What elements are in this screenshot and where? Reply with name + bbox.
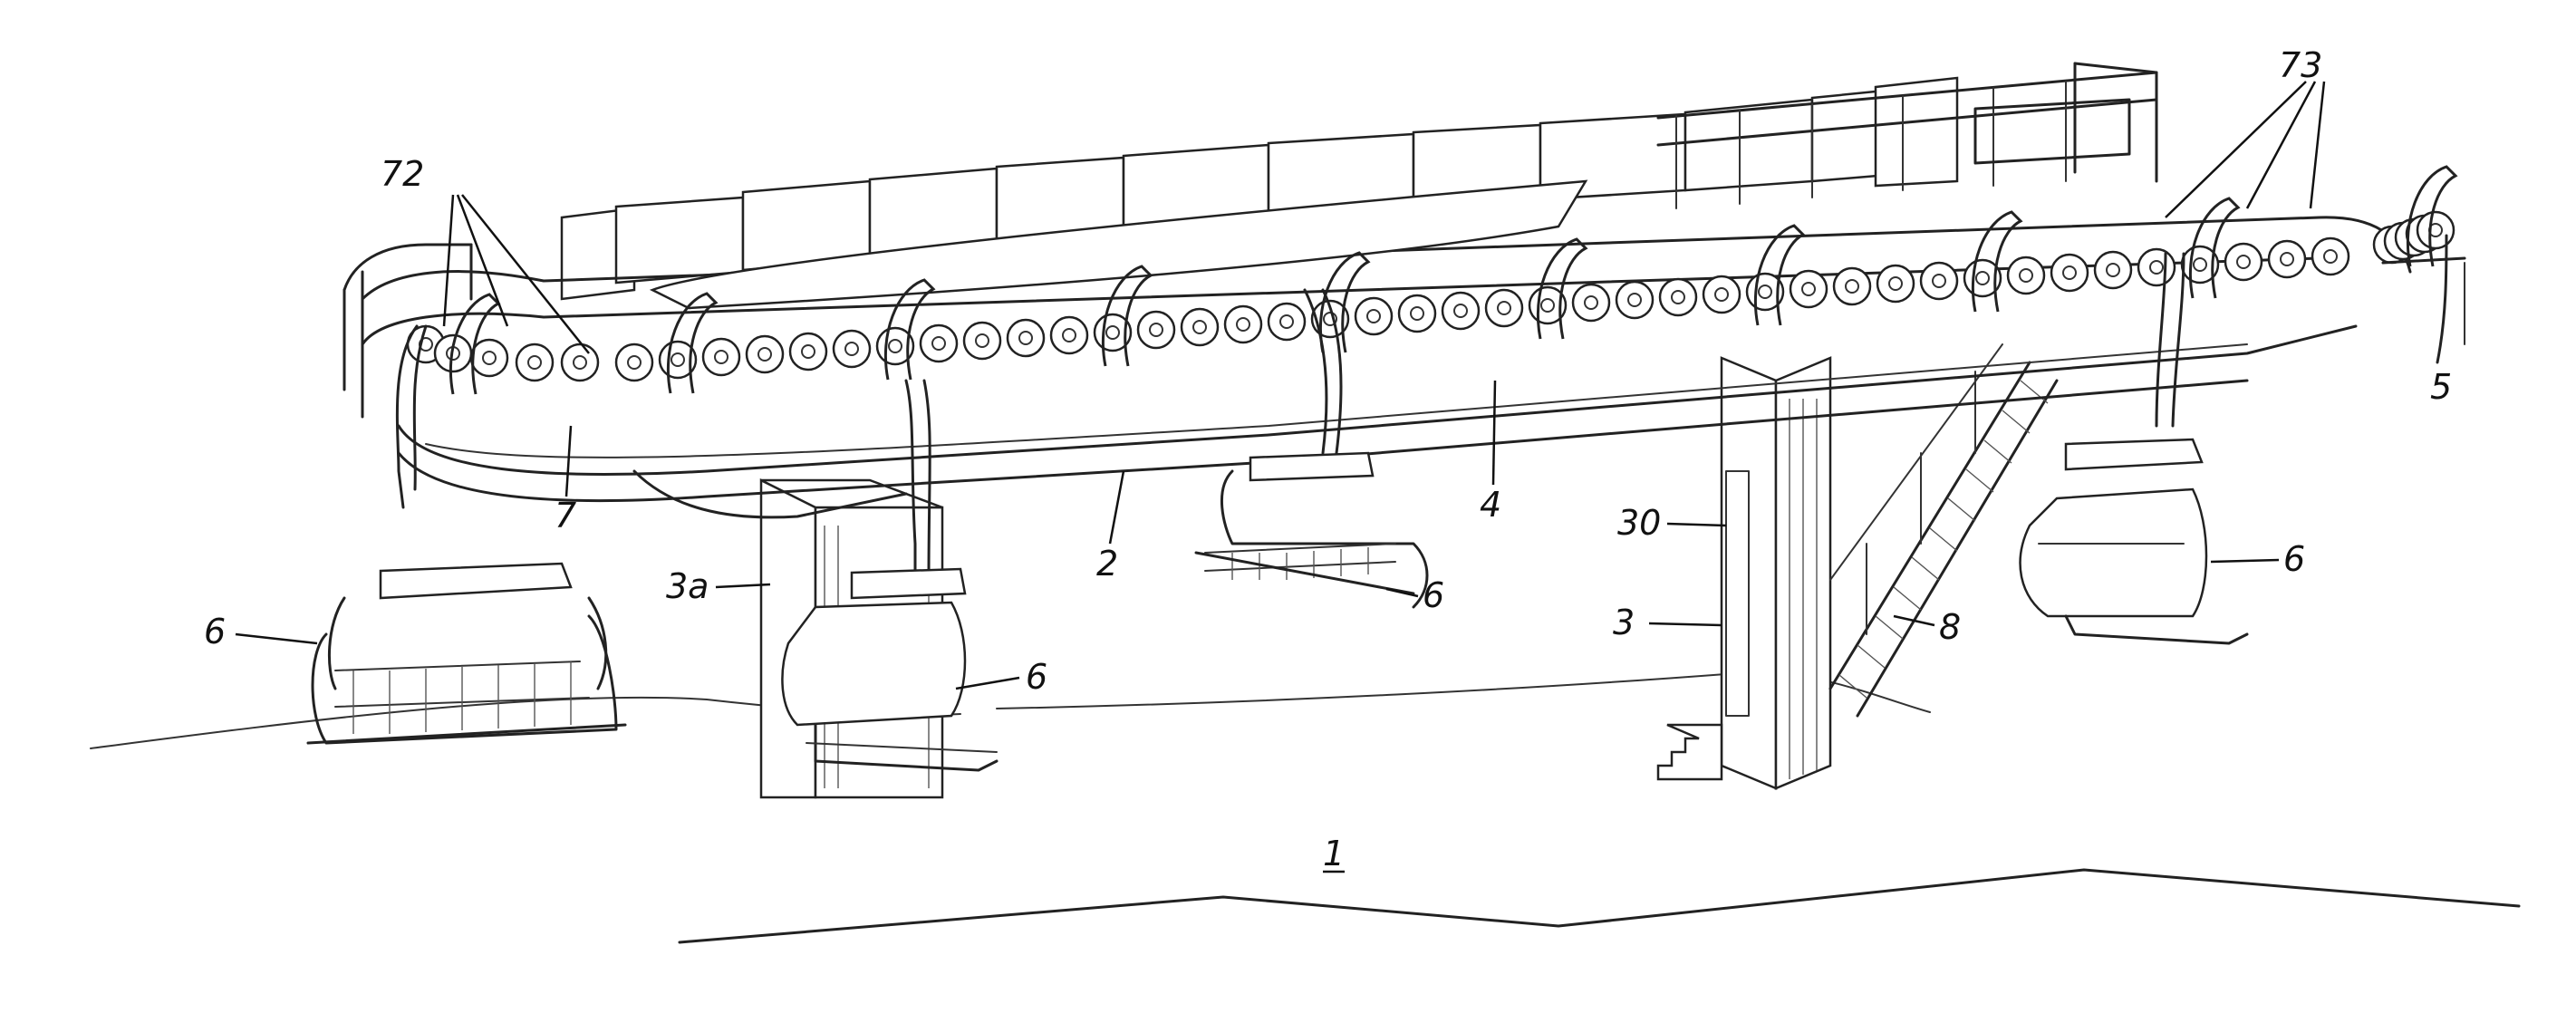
roller-hub xyxy=(1019,332,1032,344)
roller-hub xyxy=(845,342,858,355)
chair-right xyxy=(2021,439,2247,643)
roller-hub xyxy=(976,334,989,347)
label-rollers-right: 73 xyxy=(2279,45,2322,85)
roller-hub xyxy=(1802,283,1815,295)
label-cable: 5 xyxy=(2430,367,2452,407)
roller-hub xyxy=(2020,269,2032,282)
roller-hub xyxy=(1585,296,1597,309)
roller-hub xyxy=(1106,326,1119,339)
roller-hub xyxy=(2063,266,2076,279)
roller-hub xyxy=(1846,280,1858,293)
roller-hub xyxy=(483,352,496,364)
cable xyxy=(2383,258,2465,344)
roller-hub xyxy=(2281,253,2293,265)
roller-hub xyxy=(889,340,902,352)
roller-hub xyxy=(2107,264,2119,276)
label-drive: 7 xyxy=(555,496,576,535)
label-chair-1: 6 xyxy=(204,612,226,651)
roller-hub xyxy=(758,348,771,361)
roller-hub xyxy=(1150,323,1163,336)
ground xyxy=(91,672,2519,942)
roller-hub xyxy=(1498,302,1510,314)
roller-hub xyxy=(671,353,684,366)
roller-hub xyxy=(2194,258,2206,271)
roller-hub xyxy=(1672,291,1684,304)
label-ground: 1 xyxy=(1323,834,1345,873)
roller-hub xyxy=(1411,307,1423,320)
chair-center xyxy=(1196,453,1427,607)
roller-hub xyxy=(932,337,945,350)
roller-hub xyxy=(1063,329,1076,342)
roller-hub xyxy=(1454,304,1467,317)
label-pylon-a: 3a xyxy=(666,566,709,606)
label-chair-2: 6 xyxy=(1026,657,1047,697)
label-rollers-left: 72 xyxy=(381,154,424,194)
roller-hub xyxy=(1237,318,1249,331)
roller-hub xyxy=(1976,272,1989,285)
roller-hub xyxy=(1193,321,1206,333)
label-beam: 4 xyxy=(1480,485,1501,525)
label-chair-3: 6 xyxy=(1423,575,1444,615)
roller-hub xyxy=(1715,288,1728,301)
roller-hub xyxy=(1933,275,1945,287)
roller-hub xyxy=(802,345,815,358)
roller-hub xyxy=(1628,294,1641,306)
label-rail: 2 xyxy=(1096,544,1118,584)
roller-hub xyxy=(2150,261,2163,274)
roller-hub xyxy=(628,356,641,369)
roller-hub xyxy=(1280,315,1293,328)
roller-hub xyxy=(1367,310,1380,323)
roller-hub xyxy=(1759,285,1771,298)
roller-hub xyxy=(574,356,586,369)
roller-hub xyxy=(2324,250,2337,263)
roller-hub xyxy=(2237,256,2250,268)
label-stairs: 8 xyxy=(1939,607,1961,647)
roller-hub xyxy=(528,356,541,369)
label-chair-4: 6 xyxy=(2283,539,2305,579)
roller-hub xyxy=(1541,299,1554,312)
roller-hub xyxy=(715,351,728,363)
label-pylon: 3 xyxy=(1613,603,1635,642)
label-pylon-window: 30 xyxy=(1617,503,1661,543)
roller-hub xyxy=(1889,277,1902,290)
